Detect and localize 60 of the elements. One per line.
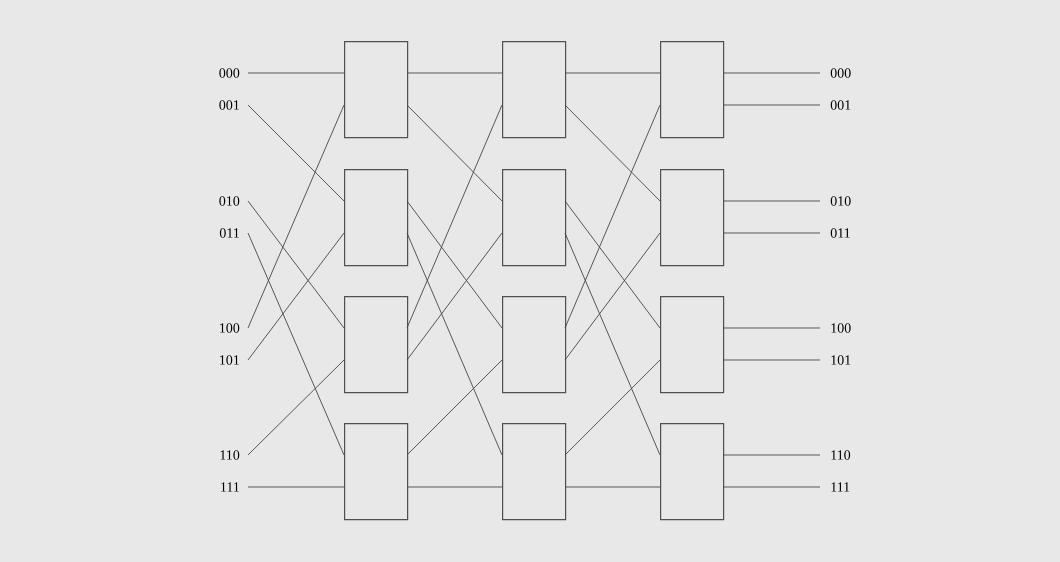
port-label: 111 bbox=[221, 482, 239, 492]
port-label: 110 bbox=[831, 450, 851, 460]
switch-box bbox=[502, 296, 567, 394]
switch-box bbox=[344, 169, 409, 267]
connector-line bbox=[406, 232, 503, 456]
connector-line bbox=[722, 486, 821, 488]
connector-line bbox=[247, 232, 345, 361]
port-label: 111 bbox=[831, 482, 850, 492]
connector-line bbox=[564, 486, 661, 488]
connector-line bbox=[722, 454, 821, 456]
connector-line bbox=[406, 104, 503, 202]
connector-line bbox=[564, 359, 661, 456]
connector-line bbox=[247, 359, 345, 456]
connector-line bbox=[564, 72, 661, 74]
connector-line bbox=[722, 327, 821, 329]
switch-box bbox=[344, 296, 409, 394]
port-label: 001 bbox=[830, 100, 851, 110]
port-label: 000 bbox=[219, 68, 240, 78]
switch-box bbox=[660, 169, 725, 267]
connector-line bbox=[564, 232, 661, 456]
port-label: 110 bbox=[220, 450, 240, 460]
connector-line bbox=[247, 232, 345, 456]
connector-line bbox=[247, 104, 345, 202]
port-label: 100 bbox=[831, 323, 851, 333]
port-label: 011 bbox=[830, 228, 850, 238]
connector-line bbox=[406, 104, 503, 329]
connector-line bbox=[406, 72, 503, 74]
port-label: 010 bbox=[830, 196, 851, 206]
switch-box bbox=[502, 423, 567, 521]
connector-line bbox=[564, 232, 661, 361]
switch-box bbox=[344, 41, 409, 139]
connector-line bbox=[722, 72, 821, 74]
port-label: 011 bbox=[219, 228, 239, 238]
connector-line bbox=[722, 200, 821, 202]
switch-box bbox=[660, 41, 725, 139]
port-label: 100 bbox=[220, 323, 240, 333]
port-label: 101 bbox=[220, 355, 239, 365]
connector-line bbox=[406, 232, 503, 361]
connector-line bbox=[564, 104, 661, 329]
connector-line bbox=[722, 359, 821, 361]
connector-line bbox=[247, 104, 345, 329]
switch-box bbox=[660, 423, 725, 521]
connector-line bbox=[247, 486, 345, 488]
port-label: 101 bbox=[831, 355, 851, 365]
connector-line bbox=[564, 104, 661, 202]
switch-box bbox=[660, 296, 725, 394]
connector-line bbox=[722, 232, 821, 234]
connector-line bbox=[247, 200, 345, 329]
connector-line bbox=[406, 486, 503, 488]
connector-line bbox=[722, 104, 821, 106]
port-label: 010 bbox=[219, 196, 240, 206]
connector-line bbox=[406, 200, 503, 329]
switch-box bbox=[502, 41, 567, 139]
switch-box bbox=[502, 169, 567, 267]
switch-box bbox=[344, 423, 409, 521]
connector-line bbox=[564, 200, 661, 329]
connector-line bbox=[247, 72, 345, 74]
connector-line bbox=[406, 359, 503, 456]
port-label: 001 bbox=[219, 100, 239, 110]
port-label: 000 bbox=[830, 68, 851, 78]
